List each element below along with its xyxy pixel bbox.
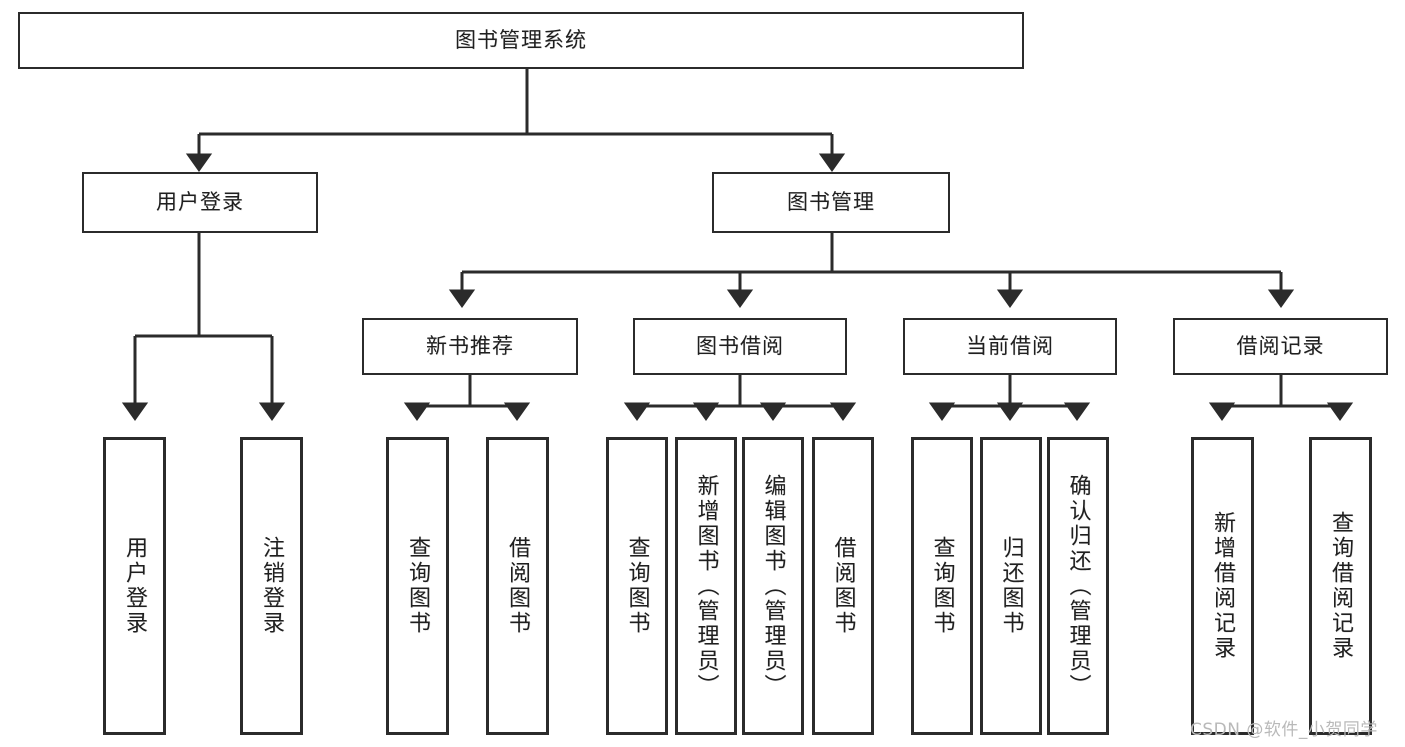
leaf-record-query[interactable]: 查询借阅记录 — [1309, 437, 1372, 735]
leaf-label: 借阅图书 — [505, 536, 531, 636]
leaf-borrow-add-book-admin[interactable]: 新增图书（管理员） — [675, 437, 737, 735]
leaf-new-book-query[interactable]: 查询图书 — [386, 437, 449, 735]
node-book-management-label: 图书管理 — [787, 190, 875, 215]
node-current-borrow-label: 当前借阅 — [966, 334, 1054, 359]
leaf-label: 新增借阅记录 — [1210, 511, 1236, 661]
leaf-borrow-borrow-book[interactable]: 借阅图书 — [812, 437, 874, 735]
node-borrow-record[interactable]: 借阅记录 — [1173, 318, 1388, 375]
leaf-borrow-edit-book-admin[interactable]: 编辑图书（管理员） — [742, 437, 804, 735]
node-root[interactable]: 图书管理系统 — [18, 12, 1024, 69]
leaf-current-query[interactable]: 查询图书 — [911, 437, 973, 735]
leaf-borrow-query[interactable]: 查询图书 — [606, 437, 668, 735]
leaf-label: 编辑图书（管理员） — [760, 473, 786, 699]
node-root-label: 图书管理系统 — [455, 28, 587, 53]
node-new-book-recommend[interactable]: 新书推荐 — [362, 318, 578, 375]
node-book-management[interactable]: 图书管理 — [712, 172, 950, 233]
leaf-label: 注销登录 — [259, 536, 285, 636]
leaf-label: 查询借阅记录 — [1328, 511, 1354, 661]
leaf-label: 查询图书 — [624, 536, 650, 636]
node-current-borrow[interactable]: 当前借阅 — [903, 318, 1117, 375]
leaf-user-login-logout[interactable]: 注销登录 — [240, 437, 303, 735]
leaf-label: 查询图书 — [405, 536, 431, 636]
leaf-label: 确认归还（管理员） — [1065, 473, 1091, 699]
leaf-label: 查询图书 — [929, 536, 955, 636]
node-book-borrow[interactable]: 图书借阅 — [633, 318, 847, 375]
leaf-new-book-borrow[interactable]: 借阅图书 — [486, 437, 549, 735]
node-user-login-label: 用户登录 — [156, 190, 244, 215]
leaf-current-confirm-return-admin[interactable]: 确认归还（管理员） — [1047, 437, 1109, 735]
leaf-current-return[interactable]: 归还图书 — [980, 437, 1042, 735]
node-new-book-recommend-label: 新书推荐 — [426, 334, 514, 359]
node-book-borrow-label: 图书借阅 — [696, 334, 784, 359]
leaf-user-login-login[interactable]: 用户登录 — [103, 437, 166, 735]
leaf-label: 借阅图书 — [830, 536, 856, 636]
leaf-record-add[interactable]: 新增借阅记录 — [1191, 437, 1254, 735]
leaf-label: 用户登录 — [122, 536, 148, 636]
node-borrow-record-label: 借阅记录 — [1236, 334, 1325, 359]
leaf-label: 新增图书（管理员） — [693, 473, 719, 699]
node-user-login[interactable]: 用户登录 — [82, 172, 318, 233]
leaf-label: 归还图书 — [998, 536, 1024, 636]
csdn-watermark: CSDN @软件_小贺同学 — [1190, 720, 1378, 740]
